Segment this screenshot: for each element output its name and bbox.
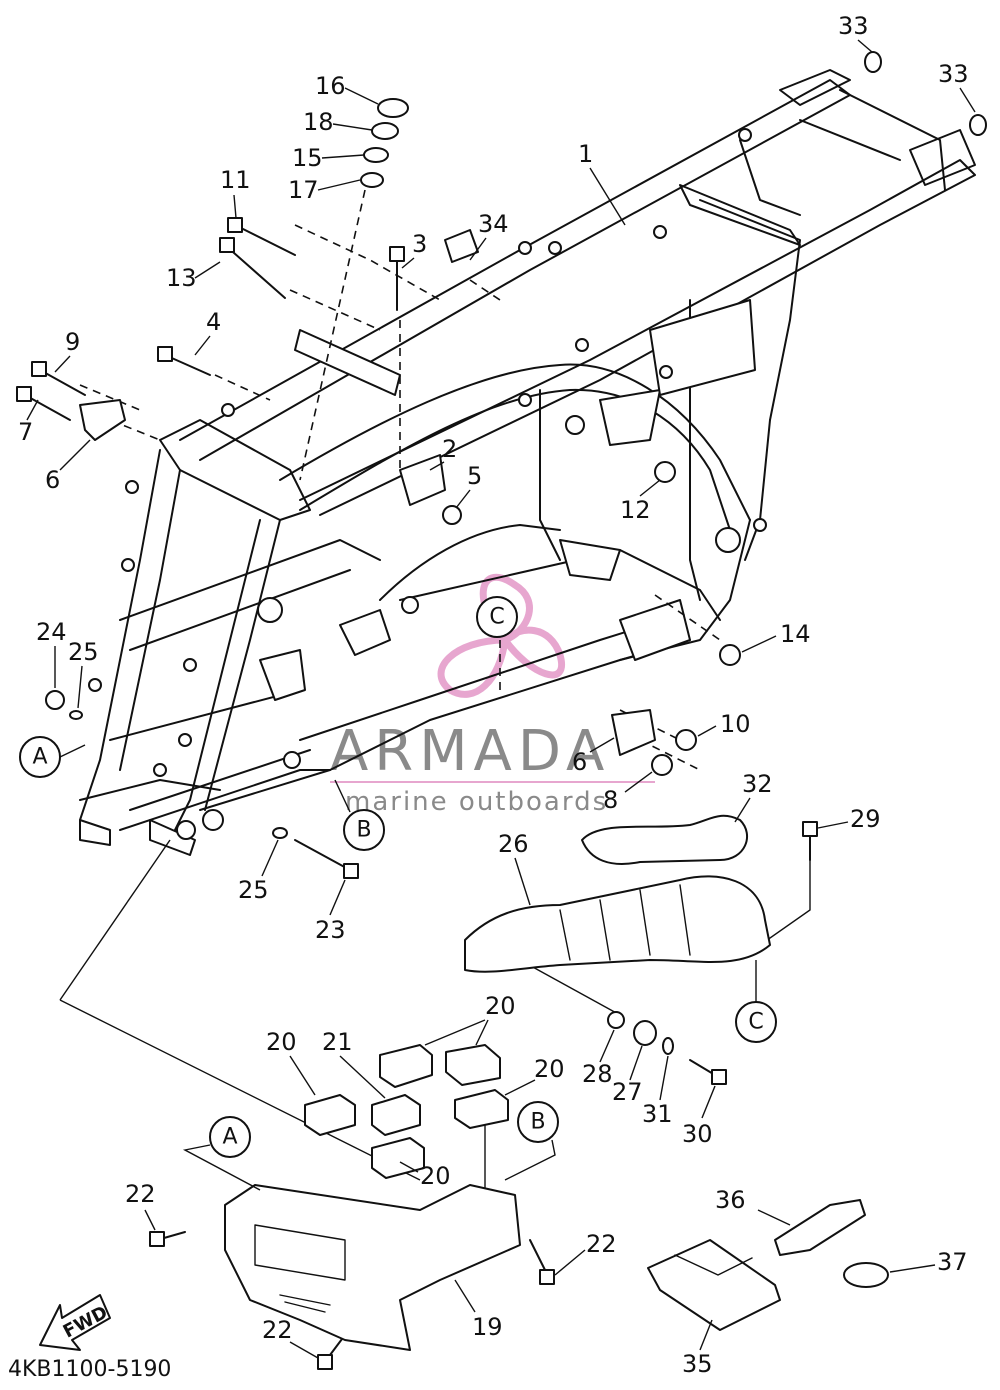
callout-11: 11 bbox=[220, 166, 251, 194]
foam-pads bbox=[304, 1044, 509, 1179]
bolt-7-shape bbox=[24, 394, 71, 421]
shield-pad-32-shape bbox=[581, 814, 749, 865]
skid-plate-19-shape bbox=[224, 1184, 521, 1351]
callout-33-right: 33 bbox=[938, 60, 969, 88]
callout-12: 12 bbox=[620, 496, 651, 524]
callout-10: 10 bbox=[720, 710, 751, 738]
watermark: ARMADA marine outboards bbox=[330, 573, 655, 817]
collar-15-shape bbox=[363, 147, 389, 163]
washer-25-shape bbox=[69, 710, 83, 720]
main-frame-drawing bbox=[79, 69, 976, 856]
oring-37-shape bbox=[843, 1262, 889, 1288]
plate-6-rear-shape bbox=[611, 709, 656, 756]
callout-34: 34 bbox=[478, 210, 509, 238]
bolt-9-shape bbox=[39, 369, 86, 396]
callout-31: 31 bbox=[642, 1100, 673, 1128]
ref-marker-c-frame: C bbox=[489, 605, 504, 630]
callout-15: 15 bbox=[292, 144, 323, 172]
diagram-code: 4KB1100-5190 bbox=[8, 1357, 171, 1382]
callout-21: 21 bbox=[322, 1028, 353, 1056]
callout-20-left: 20 bbox=[266, 1028, 297, 1056]
bolt-11-shape bbox=[234, 224, 296, 256]
guard-26-shape bbox=[464, 875, 771, 973]
callout-9: 9 bbox=[65, 328, 80, 356]
callout-16: 16 bbox=[315, 72, 346, 100]
callout-7: 7 bbox=[18, 418, 33, 446]
guards-and-pads bbox=[224, 814, 889, 1351]
tool-36-shape bbox=[774, 1199, 866, 1256]
callouts: 33 33 16 18 15 17 1 11 34 3 13 4 9 7 6 2… bbox=[18, 12, 976, 1378]
fwd-arrow-icon bbox=[39, 1294, 111, 1351]
callout-6-front: 6 bbox=[45, 466, 60, 494]
ref-marker-b-front: B bbox=[356, 818, 371, 843]
plate-6-shape bbox=[79, 399, 126, 441]
callout-37: 37 bbox=[937, 1248, 968, 1276]
label-34-shape bbox=[444, 229, 479, 263]
collar-16-shape bbox=[377, 98, 409, 118]
callout-24: 24 bbox=[36, 618, 67, 646]
bracket-2-shape bbox=[399, 454, 446, 506]
callout-17: 17 bbox=[288, 176, 319, 204]
ring-33-top-shape bbox=[864, 51, 882, 73]
callout-22-right: 22 bbox=[586, 1230, 617, 1258]
callout-20-right: 20 bbox=[534, 1055, 565, 1083]
nut-24-shape bbox=[45, 690, 65, 710]
ref-marker-c-guard: C bbox=[748, 1010, 763, 1035]
callout-25-lower: 25 bbox=[238, 876, 269, 904]
callout-4: 4 bbox=[206, 308, 221, 336]
callout-35: 35 bbox=[682, 1350, 713, 1378]
callout-2: 2 bbox=[442, 435, 457, 463]
fwd-arrow: FWD bbox=[39, 1294, 111, 1351]
ref-marker-b-skid: B bbox=[530, 1110, 545, 1135]
callout-8: 8 bbox=[603, 786, 618, 814]
callout-29: 29 bbox=[850, 805, 881, 833]
screw-22-left-shape bbox=[163, 1231, 186, 1239]
watermark-name: ARMADA bbox=[330, 719, 610, 784]
callout-23: 23 bbox=[315, 916, 346, 944]
reference-markers: A B C C A B bbox=[19, 596, 777, 1191]
watermark-tagline: marine outboards bbox=[345, 787, 608, 817]
collar-17-shape bbox=[360, 172, 384, 188]
callout-22-bottom: 22 bbox=[262, 1316, 293, 1344]
callout-36: 36 bbox=[715, 1186, 746, 1214]
bolt-13-shape bbox=[224, 244, 286, 299]
ring-33-right-shape bbox=[969, 114, 987, 136]
fastener-parts bbox=[16, 51, 987, 1370]
washer-31-shape bbox=[662, 1037, 674, 1055]
callout-19: 19 bbox=[472, 1313, 503, 1341]
callout-25-front: 25 bbox=[68, 638, 99, 666]
nut-12-shape bbox=[654, 461, 676, 483]
callout-20-top: 20 bbox=[485, 992, 516, 1020]
callout-30: 30 bbox=[682, 1120, 713, 1148]
nut-8-shape bbox=[651, 754, 673, 776]
callout-5: 5 bbox=[467, 462, 482, 490]
callout-20-bottom: 20 bbox=[420, 1162, 451, 1190]
callout-3: 3 bbox=[412, 230, 427, 258]
collar-18-shape bbox=[371, 122, 399, 140]
callout-28: 28 bbox=[582, 1060, 613, 1088]
callout-22-left: 22 bbox=[125, 1180, 156, 1208]
callout-18: 18 bbox=[303, 108, 334, 136]
ref-marker-a-skid: A bbox=[222, 1125, 237, 1150]
bolt-23-shape bbox=[294, 839, 351, 871]
nut-10-shape bbox=[675, 729, 697, 751]
callout-13: 13 bbox=[166, 264, 197, 292]
callout-26: 26 bbox=[498, 830, 529, 858]
damper-27-shape bbox=[633, 1020, 657, 1046]
screw-22-right-shape bbox=[529, 1239, 546, 1271]
callout-32: 32 bbox=[742, 770, 773, 798]
ref-marker-a-front: A bbox=[32, 745, 47, 770]
nut-14-shape bbox=[719, 644, 741, 666]
callout-27: 27 bbox=[612, 1078, 643, 1106]
nut-5-shape bbox=[442, 505, 462, 525]
callout-33-top: 33 bbox=[838, 12, 869, 40]
washer-25-lower-shape bbox=[272, 827, 288, 839]
callout-1: 1 bbox=[578, 140, 593, 168]
collar-28-shape bbox=[607, 1011, 625, 1029]
tool-bag-35-shape bbox=[647, 1239, 781, 1331]
callout-14: 14 bbox=[780, 620, 811, 648]
callout-6-rear: 6 bbox=[572, 748, 587, 776]
